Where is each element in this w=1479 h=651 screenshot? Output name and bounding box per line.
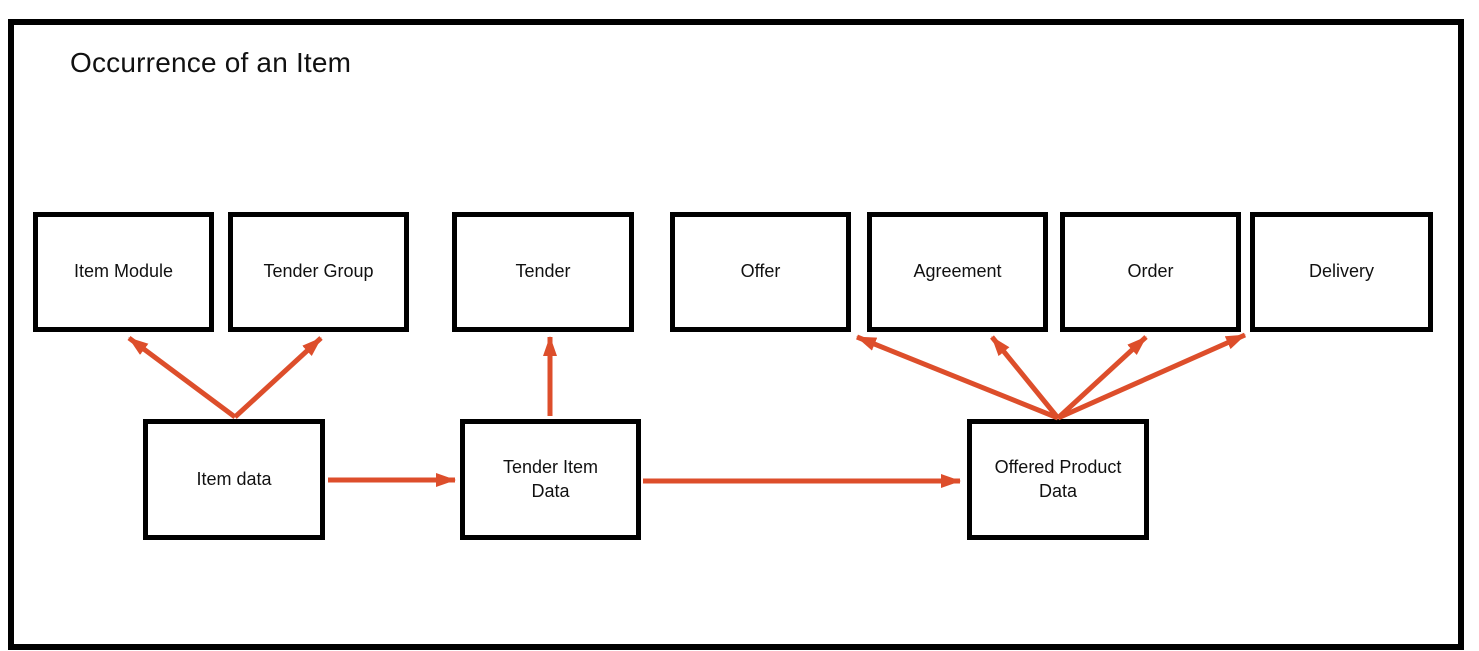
node-delivery: Delivery <box>1250 212 1433 332</box>
node-delivery-label: Delivery <box>1308 261 1374 282</box>
node-order-label: Order <box>1127 261 1174 282</box>
node-tender-item-data: Tender Item Data <box>460 419 641 540</box>
node-tender-group-label: Tender Group <box>263 261 374 282</box>
node-tender-group: Tender Group <box>228 212 409 332</box>
node-item-module-label: Item Module <box>73 261 174 282</box>
node-offer: Offer <box>670 212 851 332</box>
node-tender-label: Tender <box>515 261 571 282</box>
node-item-data-label: Item data <box>196 468 272 489</box>
node-offer-label: Offer <box>740 261 781 282</box>
node-offered-product-data-label: Offered Product Data <box>994 456 1122 501</box>
node-item-module: Item Module <box>33 212 214 332</box>
node-order: Order <box>1060 212 1241 332</box>
node-tender: Tender <box>452 212 634 332</box>
node-offered-product-data: Offered Product Data <box>967 419 1149 540</box>
diagram-title: Occurrence of an Item <box>70 47 352 78</box>
node-agreement: Agreement <box>867 212 1048 332</box>
diagram-frame <box>8 19 1464 650</box>
node-item-data: Item data <box>143 419 325 540</box>
node-tender-item-data-label: Tender Item Data <box>502 456 599 501</box>
node-agreement-label: Agreement <box>913 261 1002 282</box>
